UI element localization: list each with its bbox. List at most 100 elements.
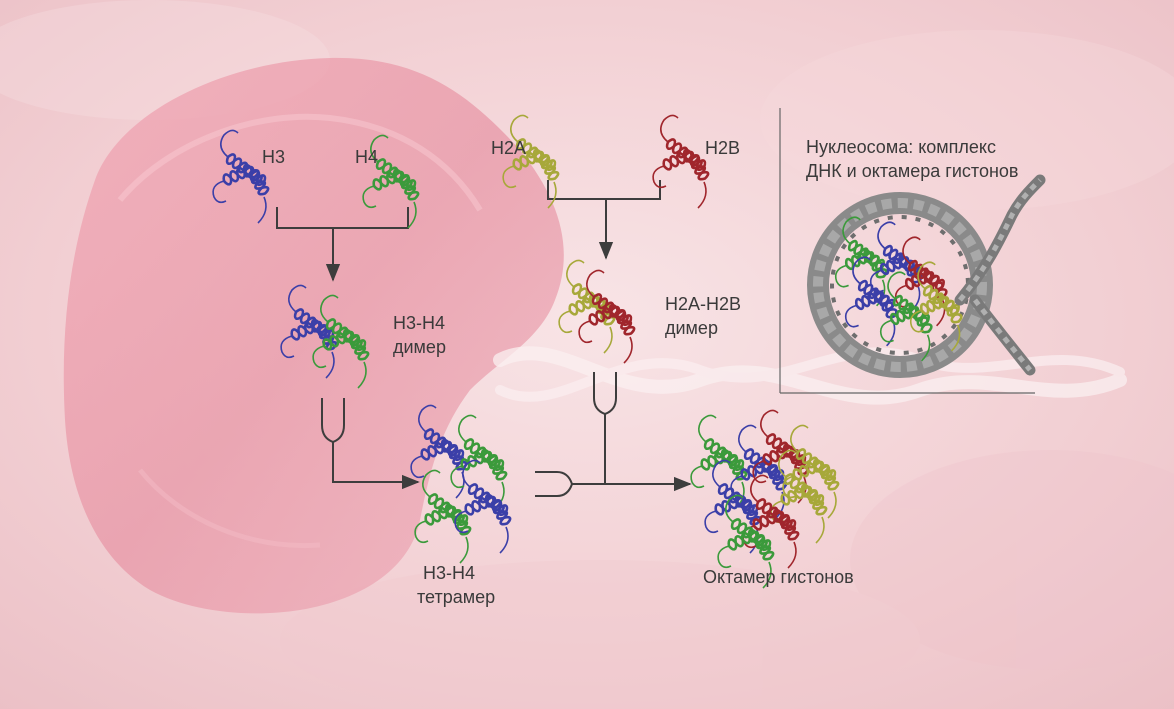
octamer-h3-icon-tail xyxy=(738,424,757,453)
octamer-h4-icon xyxy=(727,528,758,551)
histone-h4-icon xyxy=(372,168,403,191)
histone-h2a-icon-tail xyxy=(510,114,529,143)
core-h3-icon-tail xyxy=(844,304,859,328)
label-h3h4-dimer: H3-H4 xyxy=(393,313,446,333)
core-h4-icon-tail xyxy=(842,216,861,245)
octamer-h3-icon xyxy=(765,464,788,491)
octamer-h3-icon-tail xyxy=(704,510,719,534)
dimer-h4-icon-tail xyxy=(312,345,327,369)
histone-h4-icon-tail xyxy=(407,201,417,229)
dimer-h3-icon-tail xyxy=(288,284,307,313)
dimer-h2b-icon-tail xyxy=(586,269,605,298)
dimer-h3-icon xyxy=(290,318,321,341)
core-h3-icon xyxy=(879,254,908,276)
tetramer-h3-icon-tail xyxy=(462,459,481,488)
core-h2b-icon-tail xyxy=(902,236,921,265)
dimer-h2a-icon-tail xyxy=(558,310,573,334)
nucleosome-frame xyxy=(779,108,1035,394)
tetramer-h3-icon xyxy=(445,444,468,471)
core-h2a-icon xyxy=(919,294,948,316)
dimer-h4-icon-tail xyxy=(320,294,339,323)
dimer-h2b-icon xyxy=(588,303,619,326)
dimer-h2b-icon-tail xyxy=(578,320,593,344)
octamer-h2b-icon-tail xyxy=(760,409,779,438)
octamer-h4-icon-tail xyxy=(698,414,717,443)
dna-helix-icon xyxy=(954,174,1046,376)
octamer-h4-icon-tail xyxy=(690,465,705,489)
dimer-h2a-icon-tail xyxy=(566,259,585,288)
nucleosome-octamer-core xyxy=(834,216,963,362)
octamer-h2a-icon xyxy=(805,489,828,516)
octamer-h2b-icon-tail xyxy=(752,460,767,484)
label-tetramer: H3-H4 xyxy=(423,563,476,583)
core-h4-icon-tail xyxy=(921,334,931,362)
label-h2ah2b-dimer: H2A-H2B xyxy=(665,294,742,314)
tetramer-h3-icon-tail xyxy=(499,526,509,554)
octamer-h4-icon-tail xyxy=(725,494,744,523)
octamer-h4-icon-tail xyxy=(762,561,772,589)
dimer-h4-icon xyxy=(347,334,370,361)
label-tetramer-word: тетрамер xyxy=(417,587,496,607)
label-h4: H4 xyxy=(355,147,379,167)
octamer-h2a-icon-tail xyxy=(815,516,825,544)
tetramer-h4-icon-tail xyxy=(459,536,469,564)
octamer-h2a-icon-tail xyxy=(778,449,797,478)
protein-molecules xyxy=(212,114,840,589)
tetramer-h4-icon-tail xyxy=(414,520,429,544)
label-h2a: H2A xyxy=(491,138,527,158)
dimer-h2a-icon-tail xyxy=(603,326,613,354)
core-h4-icon-tail xyxy=(879,319,894,343)
tetramer-h3-icon xyxy=(489,499,512,526)
histone-h3-icon xyxy=(247,169,270,196)
core-h4-icon-tail xyxy=(876,279,886,307)
octamer-h4-icon xyxy=(725,454,748,481)
dimer-h2a-icon xyxy=(568,293,599,316)
core-h3-icon xyxy=(877,294,898,319)
label-h3: H3 xyxy=(262,147,286,167)
octamer-h2a-icon xyxy=(780,483,811,506)
octamer-h2b-icon xyxy=(777,514,800,541)
histone-h4-icon-tail xyxy=(370,134,389,163)
histone-h2b-icon-tail xyxy=(697,181,707,209)
octamer-h2b-icon xyxy=(762,443,793,466)
octamer-h3-icon xyxy=(714,493,745,516)
octamer-h2a-icon-tail xyxy=(827,491,837,519)
label-octamer: Октамер гистонов xyxy=(703,567,854,587)
octamer-h3-icon-tail xyxy=(712,459,731,488)
label-nucleosome-line1: Нуклеосома: комплекс xyxy=(806,137,997,157)
tetramer-h3-icon-tail xyxy=(454,510,469,534)
core-h3-icon-tail xyxy=(869,269,884,293)
histone-h2b-icon-tail xyxy=(652,165,667,189)
label-nucleosome-line2: ДНК и октамера гистонов xyxy=(806,161,1019,181)
core-h3-icon-tail xyxy=(852,256,871,285)
octamer-h3-icon-tail xyxy=(730,475,745,499)
dimer-h3-icon-tail xyxy=(280,335,295,359)
label-h2ah2b-dimer-word: димер xyxy=(665,318,718,338)
histone-h4-icon xyxy=(397,174,420,201)
octamer-h4-icon xyxy=(700,448,731,471)
tetramer-h4-icon-tail xyxy=(422,469,441,498)
tetramer-h3-icon xyxy=(420,438,451,461)
core-h2a-icon-tail xyxy=(909,309,924,333)
assembly-arrows xyxy=(276,180,692,497)
tetramer-h4-icon-tail xyxy=(450,465,465,489)
tetramer-h3-icon-tail xyxy=(410,455,425,479)
tetramer-h4-icon xyxy=(485,454,508,481)
octamer-h2a-icon-tail xyxy=(782,475,797,499)
tetramer-h3-icon xyxy=(464,493,495,516)
dimer-h3-icon xyxy=(315,324,338,351)
organ-highlight xyxy=(117,113,483,212)
core-h2b-icon-tail xyxy=(936,299,946,327)
organ-highlight xyxy=(138,468,321,549)
octamer-h2b-icon-tail xyxy=(750,474,769,503)
dimer-h2b-icon-tail xyxy=(623,336,633,364)
octamer-h2b-icon-tail xyxy=(797,476,807,504)
organ-silhouette xyxy=(63,57,564,614)
histone-h3-icon xyxy=(222,163,253,186)
octamer-h2a-icon-tail xyxy=(790,424,809,453)
octamer-h2b-icon xyxy=(752,508,783,531)
tetramer-h3-icon-tail xyxy=(418,404,437,433)
core-h4-icon-tail xyxy=(887,271,906,300)
